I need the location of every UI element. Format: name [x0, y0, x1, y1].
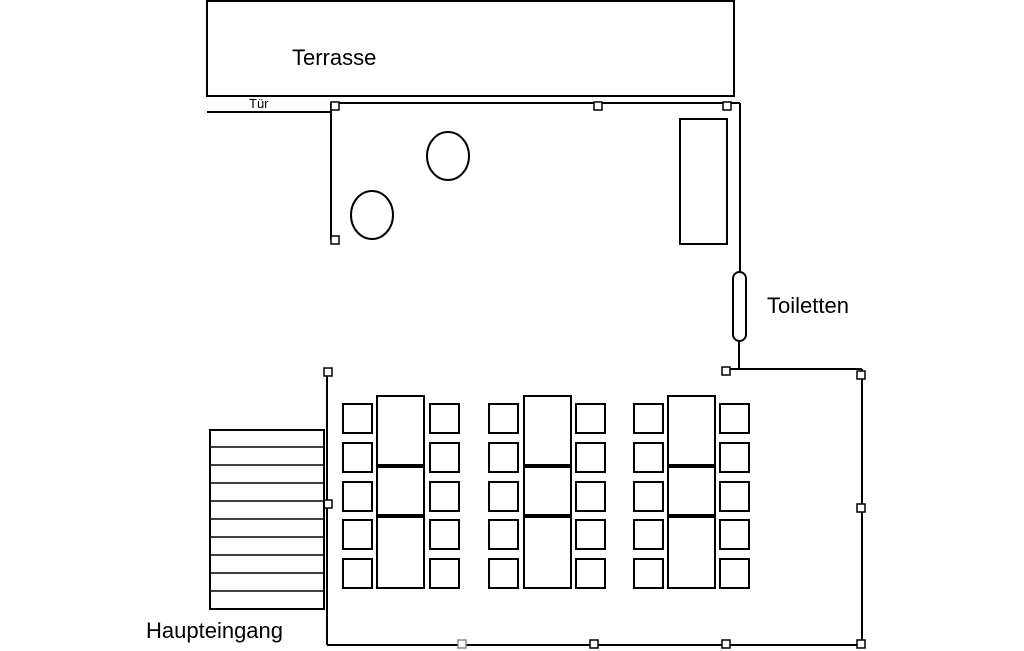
- chair: [575, 442, 606, 473]
- main-entrance-stairs: Haupteingang: [146, 429, 325, 643]
- chair: [488, 558, 519, 589]
- pillar: [856, 370, 866, 380]
- chair: [342, 519, 373, 550]
- table-group-1: [342, 395, 460, 589]
- chair: [575, 403, 606, 434]
- long-table-segment: [667, 466, 716, 516]
- table-group-3: [633, 395, 750, 589]
- chair: [719, 519, 750, 550]
- long-table-segment: [523, 466, 572, 516]
- chair: [575, 481, 606, 512]
- chair: [488, 519, 519, 550]
- pillar: [323, 367, 333, 377]
- pillar: [330, 235, 340, 245]
- door-label: Tür: [249, 96, 269, 111]
- chair: [342, 403, 373, 434]
- main-hall: [323, 366, 866, 649]
- round-table: [350, 190, 394, 240]
- toilets-label: Toiletten: [767, 293, 849, 318]
- chair: [488, 481, 519, 512]
- chair: [633, 519, 664, 550]
- long-table-segment: [667, 516, 716, 589]
- long-table-segment: [376, 466, 425, 516]
- long-table-segment: [376, 516, 425, 589]
- main-entrance-label: Haupteingang: [146, 618, 283, 643]
- long-table-segment: [523, 395, 572, 466]
- chair: [633, 442, 664, 473]
- pillar: [856, 503, 866, 513]
- chair: [429, 442, 460, 473]
- counter: [679, 118, 728, 245]
- long-table-segment: [523, 516, 572, 589]
- chair: [719, 442, 750, 473]
- pillar: [593, 101, 603, 111]
- chair: [488, 442, 519, 473]
- upper-room: Tür: [207, 96, 741, 272]
- terrace-label: Terrasse: [292, 45, 376, 70]
- chair: [719, 403, 750, 434]
- chair: [488, 403, 519, 434]
- pillar: [721, 639, 731, 649]
- chair: [342, 558, 373, 589]
- chair: [633, 481, 664, 512]
- chair: [633, 558, 664, 589]
- chair: [575, 519, 606, 550]
- round-table: [426, 131, 470, 181]
- long-table-segment: [667, 395, 716, 466]
- toilets-area: Toiletten: [732, 271, 849, 369]
- chair: [342, 481, 373, 512]
- chair: [719, 481, 750, 512]
- pillar: [457, 639, 467, 649]
- terrace-area: Terrasse: [206, 0, 735, 97]
- pillar: [856, 639, 866, 649]
- long-table-segment: [376, 395, 425, 466]
- terrace-outline: [206, 0, 735, 97]
- chair: [429, 481, 460, 512]
- table-group-2: [488, 395, 606, 589]
- chair: [429, 403, 460, 434]
- pillar: [721, 366, 731, 376]
- chair: [575, 558, 606, 589]
- chair: [633, 403, 664, 434]
- pillar: [323, 499, 333, 509]
- chair: [429, 519, 460, 550]
- chair: [719, 558, 750, 589]
- toilet-door: [732, 271, 747, 342]
- pillar: [589, 639, 599, 649]
- pillar: [722, 101, 732, 111]
- chair: [429, 558, 460, 589]
- chair: [342, 442, 373, 473]
- pillar: [330, 101, 340, 111]
